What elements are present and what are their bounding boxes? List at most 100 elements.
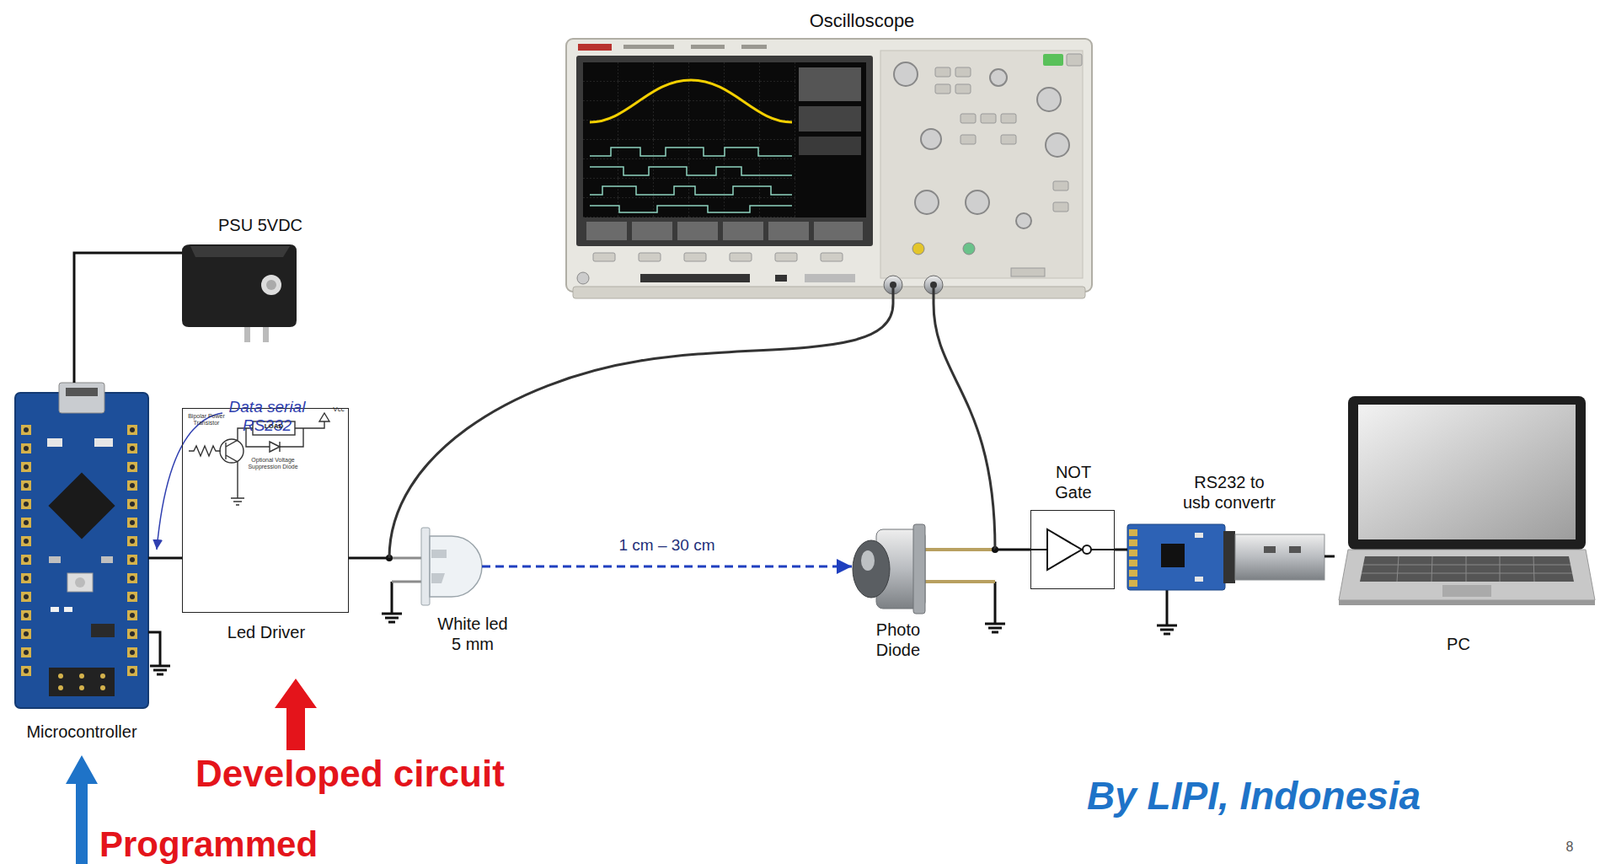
white-led: White led 5 mm (389, 505, 482, 607)
page-number: 8 (1557, 839, 1583, 855)
oscilloscope-drawing (1045, 133, 1070, 157)
oscilloscope-drawing (722, 221, 764, 241)
component-label: Led Driver (207, 621, 326, 643)
arduino-nano-drawing (74, 577, 86, 588)
laptop-pc: PC (1334, 392, 1596, 629)
oscilloscope-drawing (798, 106, 862, 132)
component-label: NOT Gate (1043, 461, 1103, 503)
oscilloscope-drawing (577, 43, 612, 51)
arduino-nano-drawing (50, 606, 59, 612)
oscilloscope-drawing (893, 288, 934, 304)
arduino-nano-drawing (79, 673, 85, 679)
oscilloscope-drawing (1066, 53, 1082, 66)
oscilloscope-drawing (963, 242, 975, 255)
usb-converter-drawing (1235, 534, 1325, 580)
oscilloscope-drawing (640, 273, 750, 283)
not-gate-symbol (1082, 545, 1092, 554)
usb-converter-drawing (1127, 524, 1325, 590)
driver-schematic (269, 441, 280, 452)
oscilloscope: Oscilloscope (566, 38, 1092, 304)
wire (148, 556, 182, 560)
oscilloscope-drawing (989, 69, 1007, 86)
usb-converter-drawing (1129, 529, 1138, 536)
laptop-drawing (1348, 395, 1586, 550)
white-led-drawing (429, 535, 482, 597)
oscilloscope-drawing (589, 186, 792, 195)
driver-schematic (230, 497, 245, 505)
usb-converter-drawing (1129, 539, 1138, 546)
oscilloscope-drawing (775, 252, 798, 262)
oscilloscope-drawing (589, 147, 792, 156)
arduino-nano-drawing (65, 387, 98, 396)
oscilloscope-drawing (1011, 267, 1045, 277)
annotation-callout: Developed circuit (195, 752, 567, 796)
schematic-note: LOAD (252, 422, 295, 431)
probe-cable (933, 303, 996, 550)
annotation-callout: Programmed (99, 824, 370, 864)
component-label: PSU 5VDC (205, 214, 316, 236)
oscilloscope-drawing (576, 55, 873, 247)
usb-converter-drawing (1263, 545, 1276, 553)
oscilloscope-drawing (586, 221, 627, 241)
oscilloscope-drawing (798, 136, 862, 156)
oscilloscope-drawing (577, 272, 589, 284)
laptop-drawing (1338, 549, 1595, 600)
oscilloscope-drawing (955, 67, 971, 77)
white-led-drawing (421, 527, 430, 605)
photo-diode: Photo Diode (851, 515, 996, 613)
not-gate-symbol (1047, 529, 1082, 570)
arduino-nano-drawing (67, 572, 93, 592)
oscilloscope-drawing (566, 38, 1092, 292)
oscilloscope-drawing (820, 252, 843, 262)
laptop-drawing (1442, 584, 1492, 597)
usb-converter-drawing (1129, 549, 1138, 557)
white-led-drawing (431, 549, 447, 584)
not-gate-box: NOT Gate (1030, 509, 1115, 589)
oscilloscope-drawing (589, 80, 792, 123)
white-led-drawing (385, 527, 482, 605)
power-adapter-drawing (181, 244, 297, 327)
usb-converter-drawing (1129, 559, 1138, 567)
arduino-nano-drawing (58, 684, 64, 691)
oscilloscope-drawing (1053, 202, 1069, 212)
schematic-note: Vcc (330, 406, 348, 414)
laptop-drawing (1338, 599, 1595, 605)
oscilloscope-drawing (583, 62, 867, 218)
light-path-arrow (481, 565, 852, 568)
wire (1114, 548, 1128, 552)
oscilloscope-drawing (960, 134, 976, 145)
driver-schematic (224, 442, 226, 460)
usb-converter: RS232 to usb convertr (1127, 520, 1325, 592)
laptop-drawing (1359, 556, 1574, 582)
arduino-nano-drawing (48, 471, 115, 539)
driver-schematic (294, 421, 325, 429)
oscilloscope-drawing (1000, 113, 1017, 124)
schematic-note: Optional Voltage Suppression Diode (242, 456, 304, 470)
oscilloscope-drawing (804, 273, 856, 283)
arduino-nano-drawing (47, 438, 63, 447)
power-adapter-drawing (181, 244, 297, 343)
oscilloscope-drawing (893, 62, 918, 86)
arduino-nano-drawing (100, 684, 106, 691)
not-gate-symbol (1030, 529, 1115, 570)
oscilloscope-drawing (912, 242, 925, 255)
usb-converter-drawing (1127, 524, 1226, 590)
usb-converter-drawing (1223, 530, 1236, 584)
power-adapter-drawing (261, 274, 282, 295)
usb-converter-drawing (1289, 545, 1301, 553)
oscilloscope-drawing (593, 252, 616, 262)
arduino-nano-drawing (94, 438, 113, 447)
arduino-nano-drawing (79, 684, 85, 691)
oscilloscope-drawing (589, 205, 792, 213)
oscilloscope-drawing (930, 281, 937, 289)
oscilloscope-drawing (623, 44, 675, 49)
power-adapter-drawing (244, 326, 251, 343)
driver-schematic (236, 492, 238, 498)
ground-symbol (148, 581, 1178, 675)
oscilloscope-drawing (566, 38, 1092, 304)
oscilloscope-drawing (572, 286, 1086, 299)
oscilloscope-drawing (813, 221, 863, 241)
oscilloscope-drawing (684, 252, 707, 262)
